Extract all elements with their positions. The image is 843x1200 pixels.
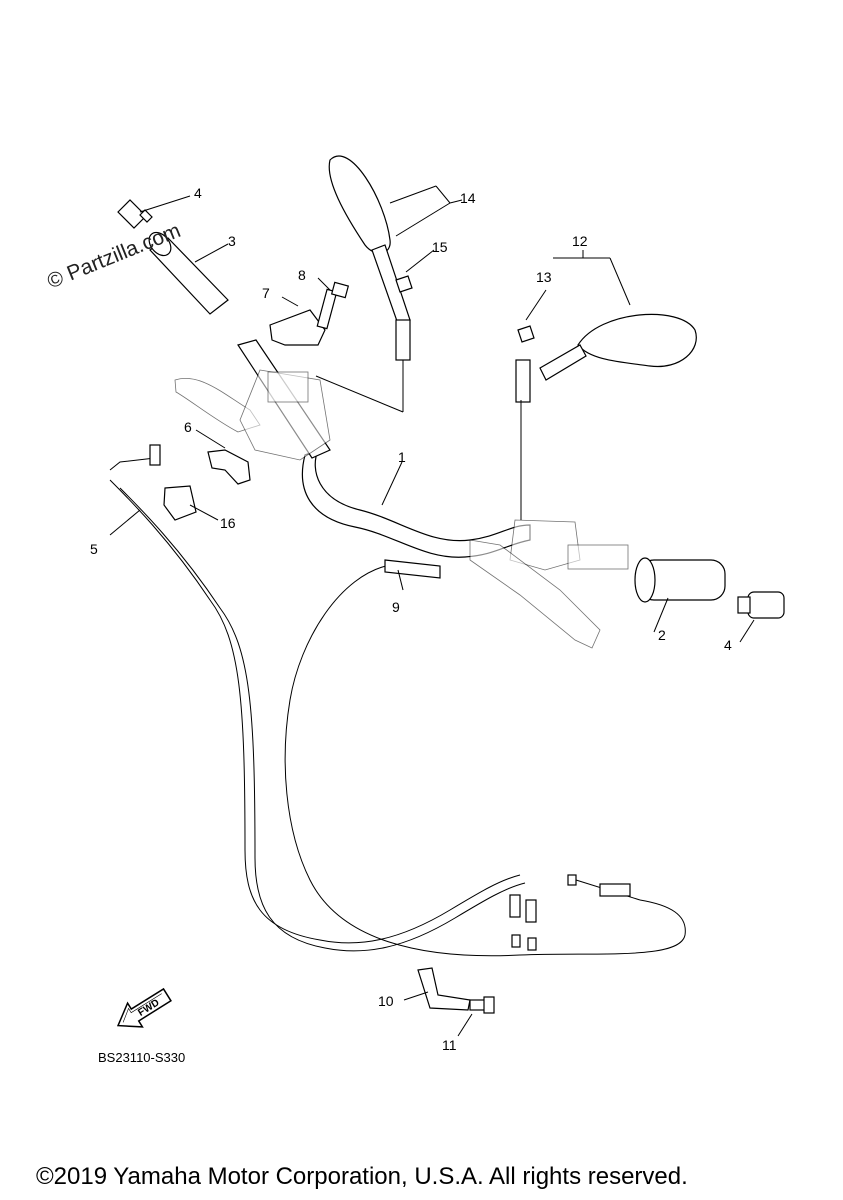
right-grip-end-weight [737,591,785,619]
callout-5: 5 [90,541,98,557]
upper-holder [269,309,326,346]
cable-holder [163,485,197,521]
right-lever-assembly [469,519,629,649]
left-grip-end-weight [117,199,153,229]
cable-bracket [417,967,471,1011]
holder-bolt [316,281,350,330]
callout-8: 8 [298,267,306,283]
throttle-cable [109,444,526,952]
callout-9: 9 [392,599,400,615]
callout-4-left: 4 [194,185,202,201]
callout-2: 2 [658,627,666,643]
copyright-notice: ©2019 Yamaha Motor Corporation, U.S.A. A… [36,1163,688,1190]
cable-lower-ends [509,894,537,951]
fwd-arrow: FWD [116,987,172,1028]
leader-lines [109,185,755,1037]
left-mirror [328,155,411,361]
callout-14: 14 [460,190,476,206]
callout-1: 1 [398,449,406,465]
callout-6: 6 [184,419,192,435]
bracket-bolt [469,996,495,1014]
clamp [207,449,251,485]
left-mirror-nut [395,275,413,293]
callout-labels: 1 2 3 4 4 5 6 7 8 9 10 11 12 13 14 15 16 [90,185,732,1053]
callout-13: 13 [536,269,552,285]
left-lever-assembly [174,369,331,461]
right-grip [634,557,726,603]
callout-7: 7 [262,285,270,301]
diagram-code: BS23110-S330 [98,1050,186,1065]
callout-11: 11 [442,1037,457,1053]
callout-3: 3 [228,233,236,249]
callout-4-right: 4 [724,637,732,653]
clutch-cable [284,559,686,957]
right-mirror-nut [517,325,535,343]
right-mirror [515,313,697,403]
left-grip [148,231,229,315]
callout-10: 10 [378,993,394,1009]
callout-12: 12 [572,233,588,249]
callout-16: 16 [220,515,236,531]
callout-15: 15 [432,239,448,255]
